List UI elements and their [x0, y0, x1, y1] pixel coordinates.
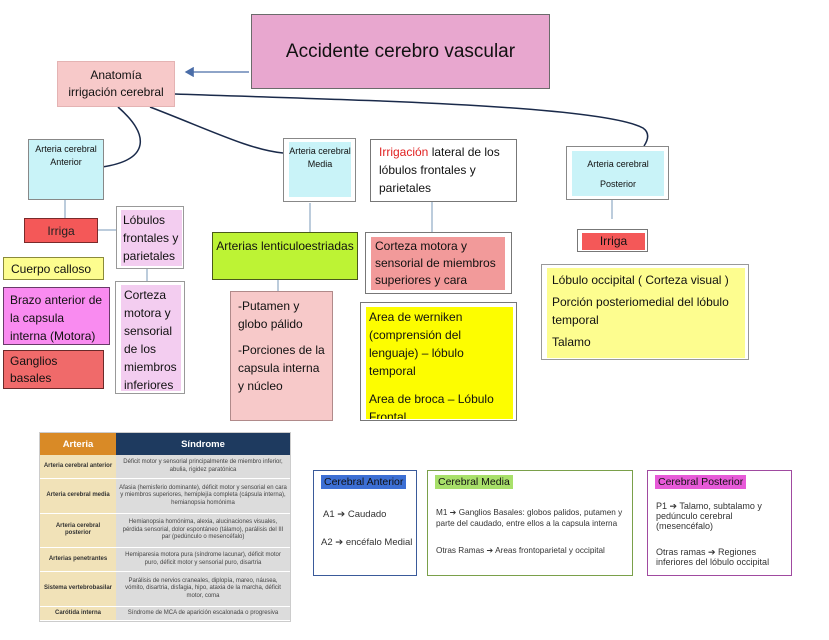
werniken-text: Area de werniken (comprensión del lengua… — [369, 310, 464, 378]
irrigacion-rest: lateral de los lóbulos frontales y parie… — [379, 145, 500, 195]
note-cerebral-anterior: Cerebral Anterior A1 ➔ Caudado A2 ➔ encé… — [313, 470, 417, 576]
posterior-item: Porción posteriomedial del lóbulo tempor… — [552, 295, 729, 327]
arteria-anterior-line1: Arteria cerebral — [35, 144, 97, 154]
arteria-media-line2: Media — [307, 159, 333, 169]
irrigacion-word: Irrigación — [379, 145, 429, 159]
note-anterior-line1: A1 ➔ Caudado — [323, 509, 387, 520]
lobulos-frontales-box: Lóbulos frontales y parietales — [116, 206, 184, 269]
anatomia-line1: Anatomía — [90, 68, 142, 82]
table-row: Arteria cerebral posterior Hemianopsia h… — [40, 513, 290, 549]
table-cell-sindrome: Hemianopsia homónima, alexia, alucinacio… — [116, 513, 290, 549]
putamen-text: -Putamen y globo pálido — [238, 299, 303, 331]
anatomia-line2: irrigación cerebral — [68, 85, 164, 99]
arteria-anterior-box: Arteria cerebral Anterior — [28, 139, 104, 200]
broca-text: Area de broca – Lóbulo Frontal — [369, 392, 494, 419]
irriga-posterior: Irriga — [582, 233, 645, 250]
cuerpo-calloso: Cuerpo calloso — [3, 257, 104, 280]
arteria-anterior-line2: Anterior — [50, 157, 82, 167]
note-posterior-tag: Cerebral Posterior — [655, 475, 747, 489]
corteza-miembros-inferiores-text: Corteza motora y sensorial de los miembr… — [121, 285, 181, 392]
table-cell-sindrome: Déficit motor y sensorial principalmente… — [116, 455, 290, 480]
lobulos-frontales-text: Lóbulos frontales y parietales — [121, 210, 182, 266]
table-cell-sindrome: Parálisis de nervios craneales, diplopía… — [116, 571, 290, 607]
table-row: Arteria cerebral media Afasia (hemisferi… — [40, 478, 290, 514]
note-media-tag: Cerebral Media — [435, 475, 513, 489]
page-title: Accidente cerebro vascular — [251, 14, 550, 89]
lobulo-occipital-box: Lóbulo occipital ( Corteza visual ) Porc… — [541, 264, 749, 360]
arteria-posterior-line1: Arteria cerebral — [587, 159, 649, 169]
porciones-text: -Porciones de la capsula interna y núcle… — [238, 343, 325, 393]
note-media-line1: M1 ➔ Ganglios Basales: globos palidos, p… — [436, 508, 623, 517]
brazo-capsula-interna: Brazo anterior de la capsula interna (Mo… — [3, 287, 110, 345]
table-cell-arteria: Carótida interna — [40, 606, 116, 622]
ganglios-basales: Ganglios basales — [3, 350, 104, 389]
curve-to-anterior — [101, 106, 142, 168]
note-anterior-tag: Cerebral Anterior — [321, 475, 407, 489]
table-cell-arteria: Arteria cerebral anterior — [40, 455, 116, 480]
note-cerebral-media: Cerebral Media M1 ➔ Ganglios Basales: gl… — [427, 470, 633, 576]
table-header-sindrome: Síndrome — [116, 433, 290, 455]
posterior-item: Lóbulo occipital ( Corteza visual ) — [552, 273, 729, 287]
corteza-superiores-text: Corteza motora y sensorial de miembros s… — [371, 237, 505, 290]
corteza-miembros-inferiores-box: Corteza motora y sensorial de los miembr… — [115, 281, 185, 394]
note-posterior-line2: pedúnculo cerebral — [656, 511, 733, 521]
irriga-posterior-box: Irriga — [577, 229, 648, 252]
putamen-box: -Putamen y globo pálido -Porciones de la… — [230, 291, 333, 421]
note-posterior-line3: (mesencéfalo) — [656, 521, 714, 531]
table-cell-arteria: Arteria cerebral media — [40, 478, 116, 514]
table-cell-arteria: Arteria cerebral posterior — [40, 513, 116, 549]
curve-to-media — [149, 106, 284, 154]
curve-to-posterior — [174, 93, 649, 147]
note-posterior-line1: P1 ➔ Talamo, subtalamo y — [656, 501, 762, 511]
arteria-posterior-line2: Posterior — [599, 179, 636, 189]
table-cell-arteria: Sistema vertebrobasilar — [40, 571, 116, 607]
table-cell-sindrome: Hemiparesia motora pura (síndrome lacuna… — [116, 547, 290, 573]
table-row: Sistema vertebrobasilar Parálisis de ner… — [40, 571, 290, 607]
note-anterior-line2: A2 ➔ encéfalo Medial — [321, 537, 413, 548]
note-posterior-line4: Otras ramas ➔ Regiones — [656, 547, 757, 557]
arteria-posterior-box: Arteria cerebral Posterior — [566, 146, 669, 200]
syndrome-table: Arteria Síndrome Arteria cerebral anteri… — [39, 432, 291, 622]
note-media-line3: Otras Ramas ➔ Areas frontoparietal y occ… — [436, 546, 605, 555]
irriga-anterior: Irriga — [24, 218, 98, 243]
table-cell-arteria: Arterias penetrantes — [40, 547, 116, 573]
table-row: Arterias penetrantes Hemiparesia motora … — [40, 547, 290, 573]
corteza-superiores-box: Corteza motora y sensorial de miembros s… — [365, 232, 512, 294]
note-posterior-line5: inferiores del lóbulo occipital — [656, 557, 770, 567]
note-cerebral-posterior: Cerebral Posterior P1 ➔ Talamo, subtalam… — [647, 470, 792, 576]
posterior-item: Talamo — [552, 335, 591, 349]
note-media-line2: parte del caudado, entre ellos a la caps… — [436, 519, 618, 528]
arteria-media-box: Arteria cerebral Media — [283, 138, 356, 202]
arteria-media-line1: Arteria cerebral — [289, 146, 351, 156]
table-row: Carótida interna Síndrome de MCA de apar… — [40, 606, 290, 622]
wernicke-broca-box: Area de werniken (comprensión del lengua… — [360, 302, 517, 421]
table-row: Arteria cerebral anterior Déficit motor … — [40, 455, 290, 480]
arterias-lenticuloestriadas: Arterias lenticuloestriadas — [212, 232, 358, 280]
table-cell-sindrome: Síndrome de MCA de aparición escalonada … — [116, 606, 290, 622]
irrigacion-lateral-box: Irrigación lateral de los lóbulos fronta… — [370, 139, 517, 202]
anatomia-box: Anatomía irrigación cerebral — [57, 61, 175, 107]
table-cell-sindrome: Afasia (hemisferio dominante), déficit m… — [116, 478, 290, 514]
table-header-arteria: Arteria — [40, 433, 116, 455]
